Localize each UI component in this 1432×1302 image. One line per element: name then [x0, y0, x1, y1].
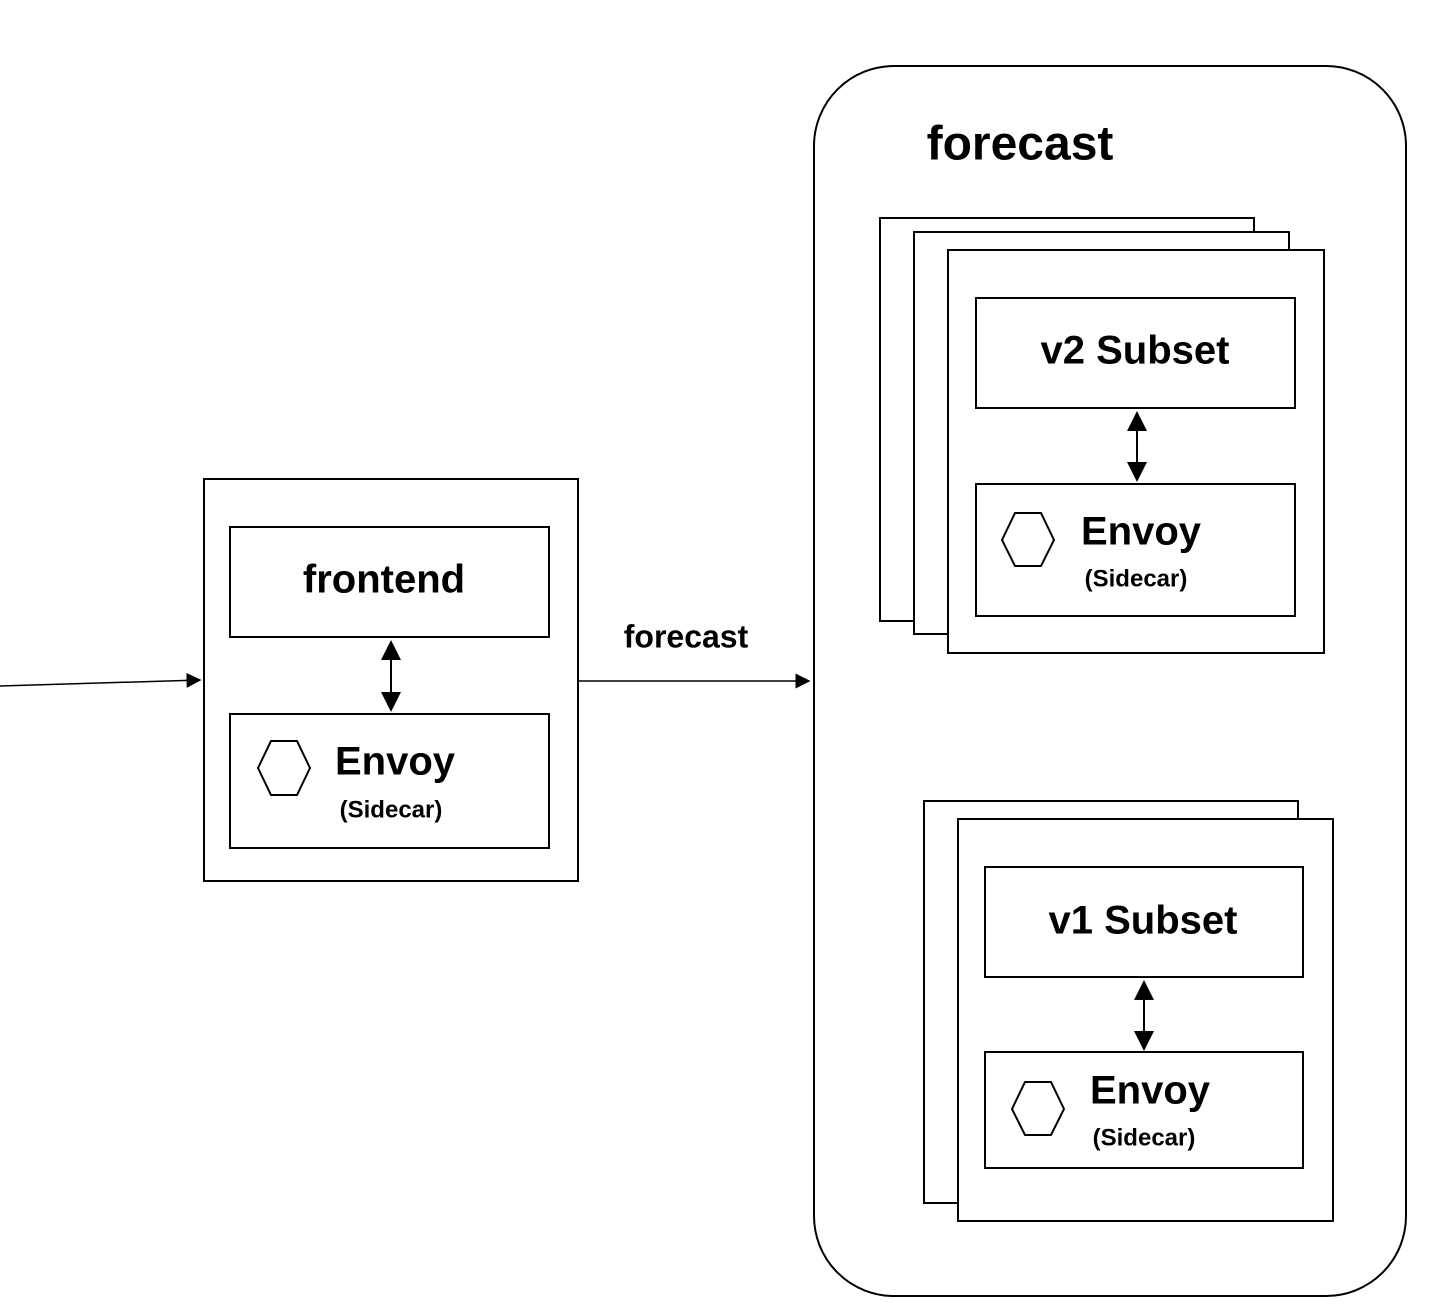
v1-envoy-sublabel: (Sidecar) — [1093, 1124, 1196, 1151]
hexagon-icon — [1000, 512, 1056, 567]
v1-subset-outline — [984, 866, 1304, 978]
forecast-group-title: forecast — [927, 118, 1114, 171]
forecast-service-group: forecast v2 Subset Envoy (Sidecar) — [813, 65, 1407, 1297]
v1-envoy-label: Envoy — [1090, 1069, 1211, 1113]
frontend-service-outline — [229, 526, 550, 638]
v2-subset-outline — [975, 297, 1296, 409]
forecast-edge-label: forecast — [624, 618, 749, 654]
v2-pod-stack: v2 Subset Envoy (Sidecar) — [879, 217, 1325, 654]
v2-envoy-sublabel: (Sidecar) — [1085, 565, 1188, 592]
frontend-envoy-box: Envoy (Sidecar) — [229, 713, 550, 849]
incoming-arrow — [0, 672, 202, 688]
v1-envoy-box: Envoy (Sidecar) — [984, 1051, 1304, 1169]
v1-subset-box: v1 Subset — [984, 866, 1304, 978]
hexagon-icon — [256, 740, 312, 796]
frontend-envoy-label: Envoy — [335, 740, 456, 784]
frontend-envoy-sublabel: (Sidecar) — [340, 796, 443, 823]
v2-envoy-label: Envoy — [1081, 510, 1202, 554]
frontend-label: frontend — [303, 558, 465, 602]
v1-pod-stack: v1 Subset Envoy (Sidecar) — [923, 800, 1334, 1222]
v1-subset-label: v1 Subset — [1049, 899, 1238, 943]
frontend-service-box: frontend — [229, 526, 550, 638]
hexagon-icon — [1010, 1081, 1066, 1136]
v2-envoy-box: Envoy (Sidecar) — [975, 483, 1296, 617]
v2-subset-label: v2 Subset — [1041, 329, 1230, 373]
frontend-pod: frontend Envoy (Sidecar) — [203, 478, 579, 882]
v2-subset-box: v2 Subset — [975, 297, 1296, 409]
